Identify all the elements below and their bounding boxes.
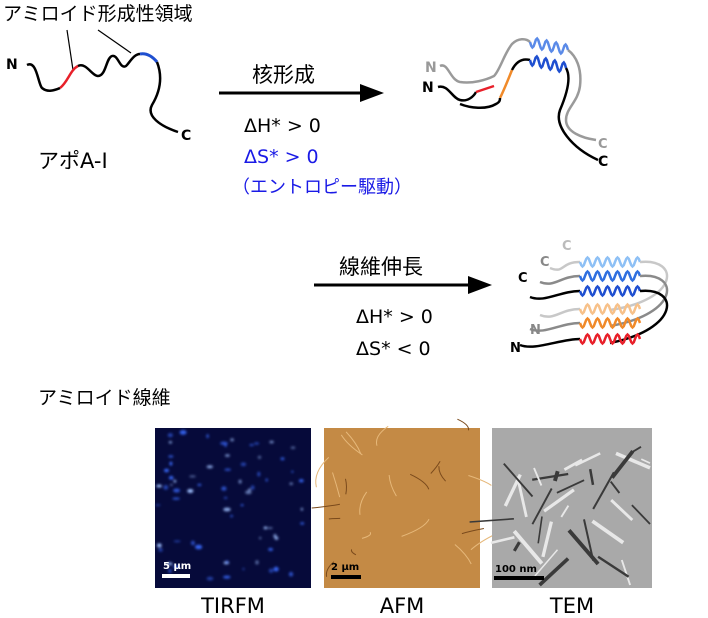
monomer-chain-end — [149, 61, 179, 134]
fibril-n-label: N — [510, 341, 521, 356]
elongation-enthalpy: ΔH* > 0 — [356, 306, 433, 328]
nucleus-helix-light-blue — [528, 36, 570, 56]
fibril-chain-lead — [539, 274, 581, 285]
tirfm-scale-bar — [162, 574, 190, 578]
region-label: アミロイド形成性領域 — [3, 3, 193, 25]
afm-caption: AFM — [380, 594, 425, 618]
nucleus-chain-black-link — [459, 97, 502, 109]
nucleus-chain-gray-start — [439, 38, 531, 84]
nucleation-arrow-head — [360, 84, 384, 102]
fibril-beta-strand — [578, 316, 642, 330]
nucleus-helix-blue — [528, 54, 568, 74]
monomer-red-segment — [59, 64, 79, 89]
tem-scale-bar — [494, 576, 544, 580]
nucleation-label: 核形成 — [252, 63, 315, 87]
fibril-beta-strand — [578, 284, 642, 298]
fibril-c-label: C — [518, 271, 528, 286]
pointer-line-blue — [97, 29, 132, 54]
fibril-chain-lead — [549, 260, 581, 271]
monomer-chain-start — [26, 63, 61, 92]
pointer-line-red — [66, 29, 74, 71]
fibril-chain-tail — [609, 289, 669, 345]
fibril-chain-lead — [519, 337, 581, 348]
fibril-beta-strand — [578, 302, 642, 316]
monomer-blue-segment — [139, 52, 159, 63]
nucleus-orange-segment — [498, 69, 514, 99]
fibril-chain-lead — [529, 321, 581, 332]
tirfm-caption: TIRFM — [200, 594, 265, 618]
fibril-beta-strand — [578, 332, 642, 346]
nucleus-chain-gray-end — [564, 49, 597, 142]
fibril-chain-tail — [609, 260, 669, 312]
afm-scale-label: 2 μm — [331, 562, 359, 573]
elongation-label: 線維伸長 — [339, 255, 423, 279]
afm-image: 2 μm — [311, 418, 497, 588]
fibril-beta-strand — [578, 269, 642, 283]
n-terminus-label: N — [6, 57, 18, 73]
monomer-chain-mid — [77, 52, 141, 78]
tirfm-image: 5 μm — [155, 428, 311, 588]
nucleus-c-label: C — [598, 154, 608, 170]
nucleation-entropy: ΔS* > 0 — [244, 146, 319, 168]
fibril-n-label: N — [530, 323, 541, 338]
tem-image: 100 nm — [469, 428, 652, 588]
nucleus-n-label: N — [422, 80, 434, 96]
nucleus-chain-black-start — [437, 85, 478, 102]
tirfm-scale-label: 5 μm — [163, 561, 191, 572]
fibril-beta-strand — [578, 255, 642, 269]
fibril-chain-lead — [539, 307, 581, 318]
elongation-entropy: ΔS* < 0 — [356, 338, 431, 360]
fibril-c-label: C — [562, 239, 572, 254]
fibril-chain-tail — [609, 274, 669, 328]
nucleus-red-segment — [475, 84, 495, 94]
fibril-chain-lead — [529, 289, 581, 300]
protein-name: アポA-I — [38, 149, 108, 173]
nucleus-n-label-gray: N — [425, 60, 437, 76]
nucleation-enthalpy: ΔH* > 0 — [244, 115, 321, 137]
tem-scale-label: 100 nm — [495, 564, 537, 575]
afm-scale-bar — [331, 575, 361, 579]
fibril-heading: アミロイド線維 — [38, 387, 171, 409]
nucleus-chain-black-end — [557, 67, 599, 162]
elongation-arrow-head — [468, 276, 492, 294]
entropy-driven-note: （エントロピー駆動） — [232, 177, 412, 198]
tem-caption: TEM — [549, 594, 594, 618]
nucleus-c-label-gray: C — [598, 137, 608, 152]
c-terminus-label: C — [181, 128, 191, 144]
fibril-c-label: C — [540, 255, 550, 270]
nucleus-chain-black-mid — [510, 58, 531, 71]
